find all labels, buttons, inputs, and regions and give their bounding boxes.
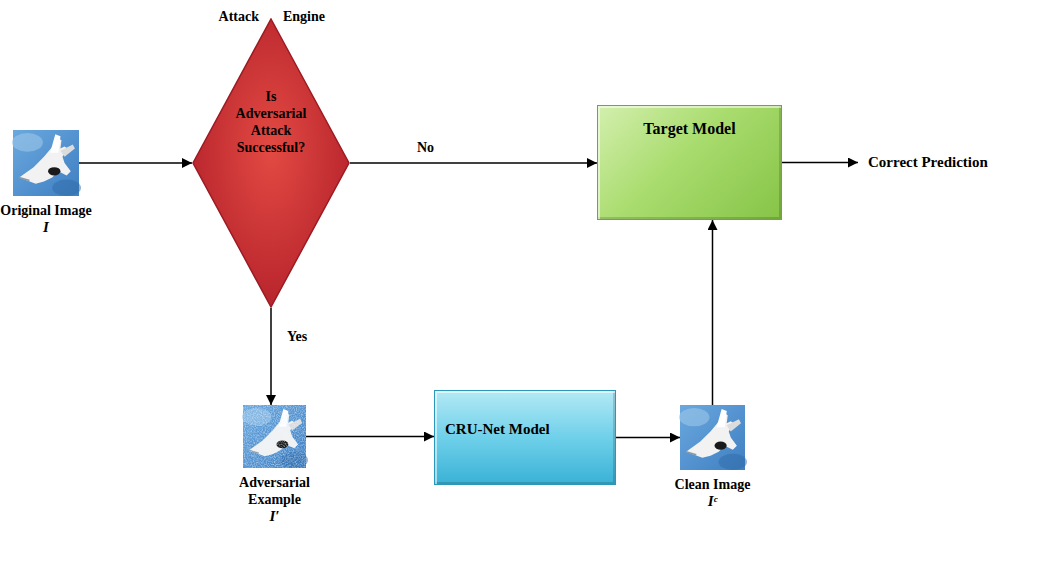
flow-arrow bbox=[616, 437, 680, 439]
output-label: Correct Prediction bbox=[866, 154, 990, 171]
model-name: CRU-Net Model bbox=[445, 421, 550, 438]
flow-arrow bbox=[306, 436, 434, 438]
adversarial-image: Adversarial ExampleI′ bbox=[243, 405, 306, 468]
image-symbol: Iᶜ bbox=[658, 493, 768, 510]
target-model-box: Target Model bbox=[597, 105, 782, 220]
clean-image: Clean ImageIᶜ bbox=[680, 405, 745, 470]
branch-label: No bbox=[415, 139, 436, 156]
engine-heading: Attack bbox=[219, 8, 259, 25]
flow-arrow bbox=[270, 308, 272, 405]
diamond-outline bbox=[193, 19, 349, 307]
image-caption: Original Image bbox=[0, 202, 106, 219]
model-name: Target Model bbox=[598, 120, 781, 137]
cru-net-box: CRU-Net Model bbox=[434, 390, 616, 485]
clean-picture bbox=[679, 405, 747, 470]
input-image: Original ImageI bbox=[13, 130, 79, 196]
engine-heading: Engine bbox=[283, 8, 325, 25]
input-picture bbox=[12, 130, 81, 196]
flow-arrow bbox=[79, 162, 192, 164]
branch-label: Yes bbox=[285, 328, 309, 345]
flow-arrow bbox=[350, 162, 597, 164]
adversarial-picture bbox=[242, 405, 308, 468]
decision-question: Is Adversarial Attack Successful? bbox=[229, 88, 313, 156]
image-symbol: I′ bbox=[230, 508, 320, 525]
image-caption: Clean Image bbox=[658, 476, 768, 493]
diamond-shape bbox=[192, 18, 350, 308]
flow-arrow bbox=[712, 220, 714, 405]
image-symbol: I bbox=[0, 219, 106, 236]
image-caption: Adversarial Example bbox=[230, 474, 320, 508]
decision-diamond: AttackEngineIs Adversarial Attack Succes… bbox=[192, 18, 350, 308]
